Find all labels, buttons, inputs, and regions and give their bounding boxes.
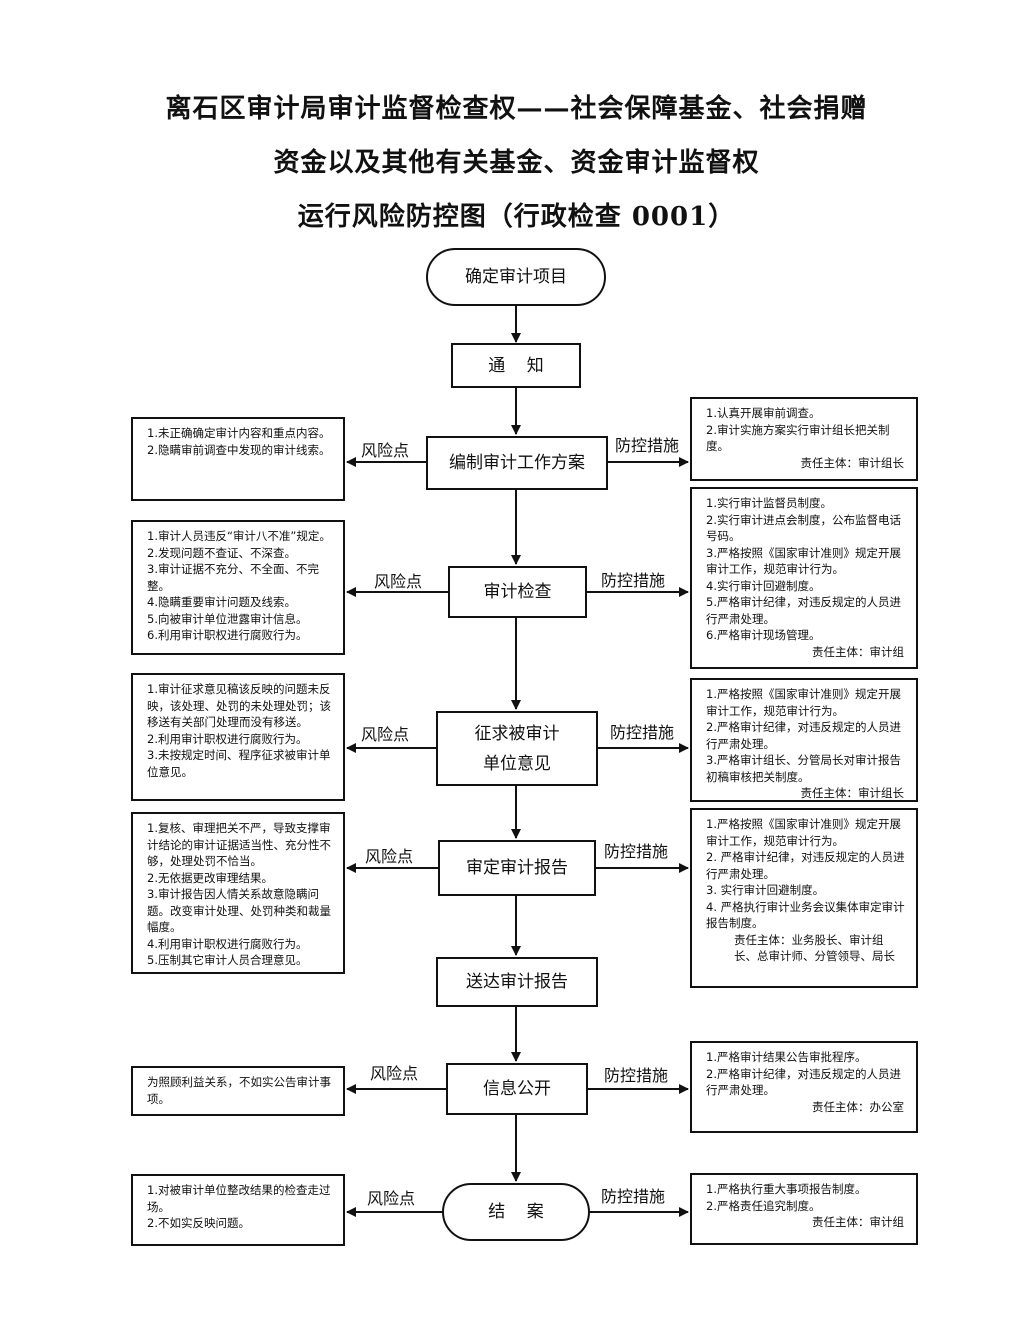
step-publish: 信息公开 — [446, 1063, 588, 1115]
control-box-publish: 1.严格审计结果公告审批程序。 2.严格审计纪律，对违反规定的人员进行严肃处理。… — [690, 1041, 918, 1133]
control-box-inspect: 1.实行审计监督员制度。 2.实行审计进点会制度，公布监督电话号码。 3.严格按… — [690, 487, 918, 669]
control-label: 防控措施 — [604, 1066, 669, 1085]
risk-item: 4.利用审计职权进行腐败行为。 — [147, 936, 308, 951]
risk-label: 风险点 — [367, 1189, 416, 1208]
control-item: 2.严格审计纪律，对违反规定的人员进行严肃处理。 — [706, 1066, 901, 1098]
control-label: 防控措施 — [601, 571, 666, 590]
control-label: 防控措施 — [604, 842, 669, 861]
risk-label: 风险点 — [361, 725, 410, 744]
control-responsible: 责任主体：审计组 — [812, 1215, 904, 1229]
risk-item: 2.无依据更改审理结果。 — [147, 870, 273, 885]
title-line-1: 离石区审计局审计监督检查权——社会保障基金、社会捐赠 — [165, 94, 868, 124]
control-item: 2.审计实施方案实行审计组长把关制度。 — [706, 422, 890, 454]
risk-label: 风险点 — [374, 572, 423, 591]
risk-item: 为照顾利益关系，不如实公告审计事项。 — [147, 1075, 331, 1106]
risk-item: 6.利用审计职权进行腐败行为。 — [147, 628, 308, 642]
risk-box-close: 1.对被审计单位整改结果的检查走过场。 2.不如实反映问题。 — [131, 1174, 345, 1246]
step-opinion-line1: 征求被审计 — [474, 723, 560, 744]
control-label: 防控措施 — [601, 1187, 666, 1206]
control-item: 4.实行审计回避制度。 — [706, 578, 821, 593]
step-start: 确定审计项目 — [426, 248, 606, 306]
title-line-3: 运行风险防控图（行政检查 0001） — [297, 202, 736, 232]
control-item: 3.严格按照《国家审计准则》规定开展审计工作，规范审计行为。 — [706, 545, 901, 577]
control-item: 1.严格执行重大事项报告制度。 — [706, 1182, 867, 1196]
control-item: 6.严格审计现场管理。 — [706, 628, 821, 642]
risk-label: 风险点 — [370, 1064, 419, 1083]
control-label: 防控措施 — [615, 436, 680, 455]
risk-item: 1.对被审计单位整改结果的检查走过场。 — [147, 1183, 331, 1214]
control-item: 1.认真开展审前调查。 — [706, 406, 821, 420]
risk-item: 5.压制其它审计人员合理意见。 — [147, 953, 308, 967]
risk-item: 2.隐瞒审前调查中发现的审计线索。 — [147, 442, 331, 457]
risk-item: 1.审计人员违反“审计八不准”规定。 — [147, 529, 331, 543]
control-responsible: 责任主体：业务股长、审计组长、总审计师、分管领导、局长 — [734, 932, 895, 964]
risk-item: 2.利用审计职权进行腐败行为。 — [147, 731, 308, 746]
risk-label: 风险点 — [365, 847, 414, 866]
control-box-opinion: 1.严格按照《国家审计准则》规定开展审计工作，规范审计行为。 2.严格审计纪律，… — [690, 678, 918, 802]
title-line-2: 资金以及其他有关基金、资金审计监督权 — [273, 148, 760, 178]
control-item: 4. 严格执行审计业务会议集体审定审计报告制度。 — [706, 899, 905, 931]
risk-item: 1.审计征求意见稿该反映的问题未反映，该处理、处罚的未处理处罚；该移送有关部门处… — [147, 682, 331, 729]
control-box-close: 1.严格执行重大事项报告制度。 2.严格责任追究制度。 责任主体：审计组 — [690, 1173, 918, 1245]
step-opinion: 征求被审计 单位意见 — [436, 711, 598, 786]
risk-box-opinion: 1.审计征求意见稿该反映的问题未反映，该处理、处罚的未处理处罚；该移送有关部门处… — [131, 673, 345, 801]
risk-box-inspect: 1.审计人员违反“审计八不准”规定。 2.发现问题不查证、不深查。 3.审计证据… — [131, 520, 345, 655]
risk-item: 3.审计报告因人情关系故意隐瞒问题。改变审计处理、处罚种类和裁量幅度。 — [147, 887, 331, 934]
control-item: 2. 严格审计纪律，对违反规定的人员进行严肃处理。 — [706, 850, 905, 881]
control-responsible: 责任主体：审计组长 — [800, 455, 905, 470]
control-label: 防控措施 — [610, 723, 675, 742]
step-opinion-line2: 单位意见 — [483, 753, 551, 774]
step-plan: 编制审计工作方案 — [426, 436, 608, 490]
step-review: 审定审计报告 — [438, 840, 596, 896]
risk-item: 2.不如实反映问题。 — [147, 1216, 250, 1230]
step-close-label: 结 案 — [488, 1202, 544, 1222]
risk-box-plan: 1.未正确确定审计内容和重点内容。 2.隐瞒审前调查中发现的审计线索。 — [131, 417, 345, 501]
risk-item: 3.审计证据不充分、不全面、不完整。 — [147, 562, 319, 593]
control-item: 3.严格审计组长、分管局长对审计报告初稿审核把关制度。 — [706, 753, 901, 784]
control-item: 1.严格按照《国家审计准则》规定开展审计工作，规范审计行为。 — [706, 817, 901, 848]
step-deliver: 送达审计报告 — [436, 957, 598, 1007]
step-close: 结 案 — [442, 1183, 590, 1241]
risk-item: 5.向被审计单位泄露审计信息。 — [147, 611, 308, 626]
risk-label: 风险点 — [361, 441, 410, 460]
risk-box-review: 1.复核、审理把关不严，导致支撑审计结论的审计证据适当性、充分性不够，处理处罚不… — [131, 812, 345, 974]
risk-item: 1.未正确确定审计内容和重点内容。 — [147, 426, 331, 440]
control-responsible: 责任主体：审计组 — [812, 644, 904, 659]
control-item: 1.严格按照《国家审计准则》规定开展审计工作，规范审计行为。 — [706, 687, 901, 718]
control-item: 1.实行审计监督员制度。 — [706, 496, 832, 510]
risk-item: 3.未按规定时间、程序征求被审计单位意见。 — [147, 748, 331, 779]
control-item: 5.严格审计纪律，对违反规定的人员进行严肃处理。 — [706, 595, 901, 626]
step-notify-label: 通 知 — [488, 355, 544, 376]
step-inspect: 审计检查 — [448, 566, 587, 618]
control-responsible: 责任主体：审计组长 — [800, 786, 905, 800]
control-box-review: 1.严格按照《国家审计准则》规定开展审计工作，规范审计行为。 2. 严格审计纪律… — [690, 808, 918, 988]
risk-item: 2.发现问题不查证、不深查。 — [147, 545, 296, 560]
control-item: 3. 实行审计回避制度。 — [706, 883, 825, 897]
control-item: 2.实行审计进点会制度，公布监督电话号码。 — [706, 512, 901, 544]
control-responsible: 责任主体：办公室 — [812, 1099, 904, 1114]
step-notify: 通 知 — [451, 343, 581, 388]
risk-box-publish: 为照顾利益关系，不如实公告审计事项。 — [131, 1066, 345, 1116]
risk-item: 1.复核、审理把关不严，导致支撑审计结论的审计证据适当性、充分性不够，处理处罚不… — [147, 821, 331, 868]
risk-item: 4.隐瞒重要审计问题及线索。 — [147, 595, 296, 609]
control-item: 2.严格责任追究制度。 — [706, 1198, 821, 1213]
control-item: 2.严格审计纪律，对违反规定的人员进行严肃处理。 — [706, 720, 901, 751]
control-item: 1.严格审计结果公告审批程序。 — [706, 1050, 867, 1064]
control-box-plan: 1.认真开展审前调查。 2.审计实施方案实行审计组长把关制度。 责任主体：审计组… — [690, 397, 918, 481]
